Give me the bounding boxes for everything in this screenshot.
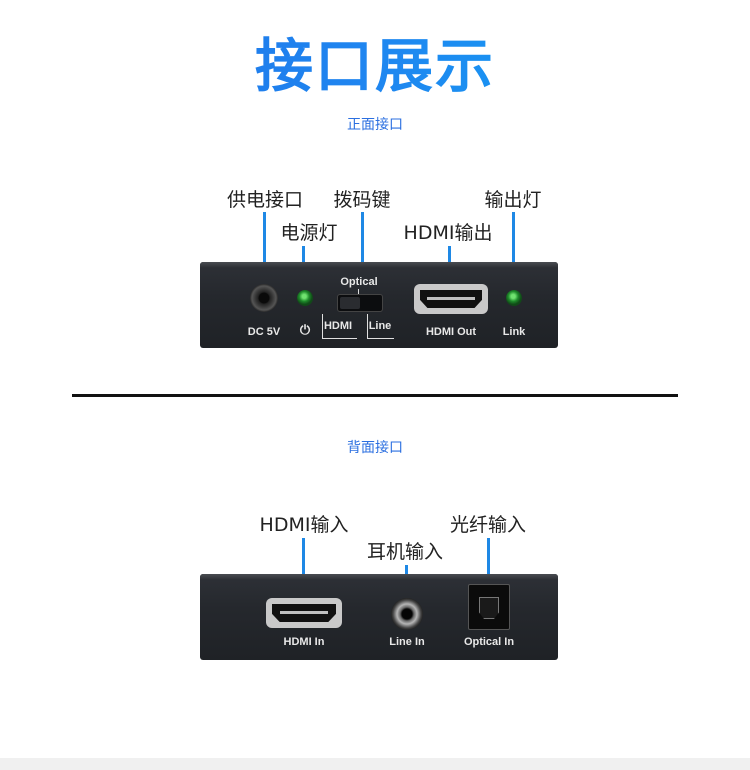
power-led-leader <box>302 246 305 268</box>
power-icon: ⏻ <box>299 322 311 337</box>
line-mode-label: Line <box>368 320 392 332</box>
page-title: 接口展示 <box>0 30 750 102</box>
output-led-label: 输出灯 <box>484 189 542 211</box>
hdmi-in-label: HDMI In <box>283 636 325 648</box>
optical-in-label: Optical In <box>463 636 515 648</box>
power-led <box>297 290 313 306</box>
hdmi-output-leader <box>448 246 451 268</box>
front-panel: DC 5V ⏻ Optical HDMI Line HDMI Out Link <box>200 262 558 348</box>
dc-power-port <box>250 284 278 312</box>
hdmi-out-label: HDMI Out <box>425 326 477 338</box>
line-in-label: Line In <box>389 636 425 648</box>
hdmi-input-leader <box>302 538 305 598</box>
output-led-leader <box>512 212 515 268</box>
link-led <box>506 290 522 306</box>
optical-input-leader <box>487 538 490 598</box>
section-divider <box>72 394 678 397</box>
hdmi-in-port <box>266 598 342 628</box>
dip-switch[interactable] <box>337 294 383 312</box>
back-section-title: 背面接口 <box>347 440 403 456</box>
line-bracket <box>367 314 394 339</box>
link-label: Link <box>502 326 526 338</box>
optical-in-port <box>468 584 510 630</box>
power-led-label: 电源灯 <box>280 222 338 244</box>
hdmi-output-label: HDMI输出 <box>403 222 493 244</box>
power-port-leader <box>263 212 266 268</box>
bottom-band <box>0 758 750 770</box>
optical-mode-label: Optical <box>340 276 378 288</box>
line-in-jack <box>391 598 423 630</box>
hdmi-input-label: HDMI输入 <box>259 514 349 536</box>
dip-switch-label: 拨码键 <box>333 189 391 211</box>
hdmi-bracket <box>322 314 357 339</box>
dc-label: DC 5V <box>247 326 281 338</box>
line-input-label: 耳机输入 <box>366 541 444 563</box>
optical-tick <box>358 289 359 294</box>
back-panel: HDMI In Line In Optical In <box>200 574 558 660</box>
hdmi-mode-label: HDMI <box>323 320 353 332</box>
dip-switch-leader <box>361 212 364 262</box>
optical-input-label: 光纤输入 <box>449 514 527 536</box>
hdmi-out-port <box>414 284 488 314</box>
power-port-label: 供电接口 <box>226 189 304 211</box>
front-section-title: 正面接口 <box>347 117 403 133</box>
